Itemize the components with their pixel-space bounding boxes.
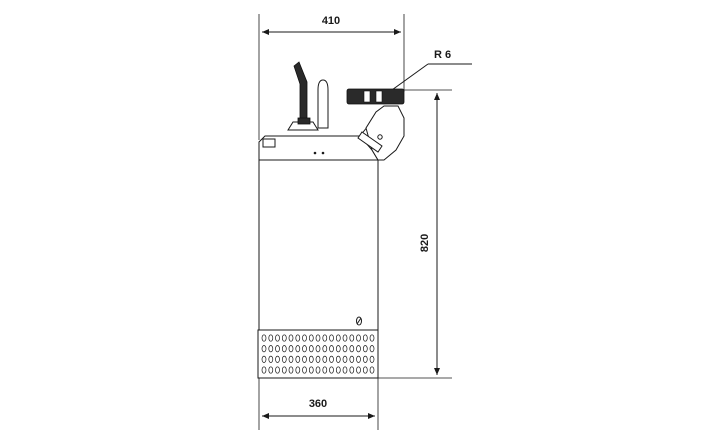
strainer-hole [275,355,280,363]
strainer-hole [369,355,375,363]
cap-screw-left [313,151,317,155]
strainer-hole [322,345,328,353]
strainer-hole [288,355,294,363]
strainer-hole [349,355,355,363]
strainer-hole [322,334,328,342]
coupling-slot-right [375,90,383,103]
strainer-hole [362,355,368,363]
strainer-hole [261,345,267,353]
strainer-hole [335,334,341,342]
strainer-hole [295,355,301,363]
top-width-dimension: 410 [258,14,405,140]
strainer-hole [261,334,267,342]
strainer-hole [315,355,321,363]
strainer-hole [268,366,274,374]
strainer-hole [329,345,334,353]
strainer-hole [356,345,361,353]
strainer-hole [335,355,341,363]
strainer-hole [315,345,321,353]
bottom-width-dimension: 360 [258,378,379,430]
outlet-radius-label: R 6 [434,49,451,61]
strainer-hole [302,345,307,353]
strainer-hole [342,345,348,353]
strainer-hole [268,334,274,342]
strainer-hole [315,334,321,342]
strainer-hole [349,366,355,374]
strainer-hole [308,366,314,374]
lifting-handle [317,79,329,129]
strainer-hole [268,345,274,353]
strainer-hole [369,366,375,374]
strainer-hole [322,366,328,374]
height-dimension: 820 [378,89,452,379]
strainer-hole [329,334,334,342]
strainer-hole [302,366,307,374]
strainer-hole [288,345,294,353]
coupling-slot-left [363,90,371,103]
height-label: 820 [419,234,431,252]
strainer-hole [281,355,287,363]
cap-screw-right [321,151,325,155]
strainer-hole [342,334,348,342]
strainer-frame [257,329,379,379]
strainer-hole [261,366,267,374]
strainer-hole [349,334,355,342]
strainer-hole [281,345,287,353]
strainer-hole [295,366,301,374]
strainer-hole [308,345,314,353]
strainer-hole [302,334,307,342]
strainer-hole [362,366,368,374]
outlet-flange-clamp [357,131,383,153]
strainer-hole [288,334,294,342]
strainer-hole [356,366,361,374]
hose-coupling [346,88,405,105]
strainer-hole [322,355,328,363]
cable-gland-nut [297,117,311,125]
strainer-hole [288,366,294,374]
strainer-hole [369,334,375,342]
strainer-hole [335,345,341,353]
strainer-hole [308,334,314,342]
strainer-hole [342,366,348,374]
strainer-hole [275,334,280,342]
strainer-hole [329,355,334,363]
pump-casing [258,159,379,331]
strainer-hole [349,345,355,353]
strainer-hole [362,345,368,353]
strainer-hole [275,345,280,353]
strainer-hole [261,355,267,363]
strainer-hole [281,366,287,374]
strainer-hole [329,366,334,374]
drain-plug-icon [356,316,362,326]
strainer-hole [308,355,314,363]
strainer-hole [356,334,361,342]
strainer-hole [315,366,321,374]
strainer [257,329,379,379]
strainer-hole [369,345,375,353]
strainer-hole [356,355,361,363]
top-width-label: 410 [322,15,340,27]
strainer-hole [335,366,341,374]
strainer-hole [268,355,274,363]
clamp-bolt [377,134,383,140]
cable-entry-pipe [293,61,308,121]
strainer-hole [302,355,307,363]
bottom-width-label: 360 [309,398,327,410]
cable-gland-box [262,138,276,148]
strainer-hole [295,345,301,353]
strainer-holes [261,334,375,374]
pump-body [258,125,379,331]
strainer-hole [362,334,368,342]
strainer-hole [275,366,280,374]
drain-plug-slot [356,317,362,325]
strainer-hole [342,355,348,363]
handle-assembly [287,61,329,131]
discharge-outlet [346,88,405,161]
strainer-hole [281,334,287,342]
strainer-hole [295,334,301,342]
